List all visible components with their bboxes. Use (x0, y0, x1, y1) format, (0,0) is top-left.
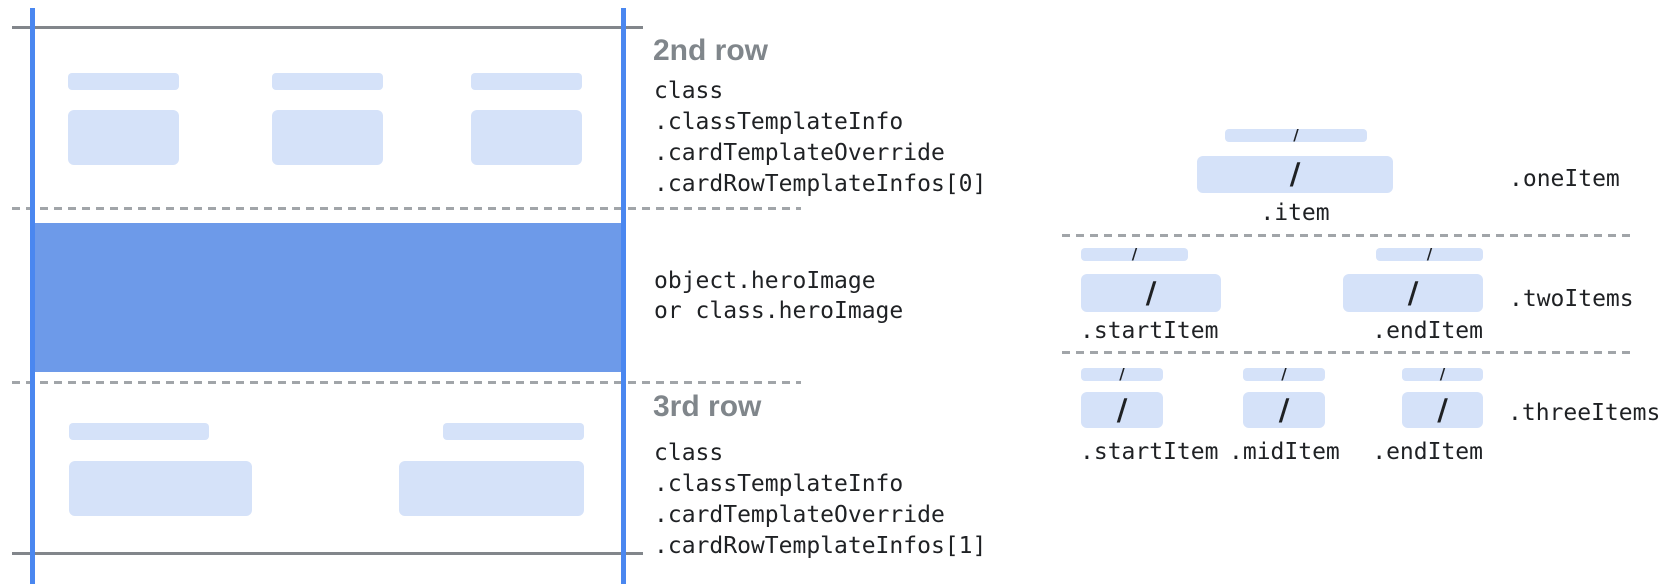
item-value-box: / (1081, 392, 1163, 428)
code-line: object.heroImage (654, 268, 876, 294)
two-items-side-label: .twoItems (1509, 286, 1634, 312)
field-label-bar (272, 73, 383, 90)
code-line: .cardTemplateOverride (654, 140, 945, 166)
end-item-label: .endItem (1372, 318, 1483, 344)
field-value-box (69, 461, 252, 516)
item-value-box: / (1402, 392, 1483, 428)
field-label-bar (443, 423, 584, 440)
code-line: .cardRowTemplateInfos[0] (654, 171, 987, 197)
item-value-box: / (1197, 156, 1393, 193)
code-line: .cardTemplateOverride (654, 502, 945, 528)
mid-item-label: .midItem (1229, 439, 1340, 465)
slash-glyph: / (1119, 365, 1125, 383)
item-value-box: / (1343, 274, 1483, 312)
slash-glyph: / (1131, 245, 1138, 263)
code-line: class (654, 78, 724, 104)
code-line: .classTemplateInfo (654, 471, 904, 497)
field-label-bar (69, 423, 209, 440)
card-top-border-line (12, 26, 643, 29)
slash-glyph: / (1293, 126, 1299, 144)
hero-image-code-annotation: object.heroImage or class.heroImage (654, 266, 903, 326)
code-line: or class.heroImage (654, 298, 904, 324)
item-label-bar: / (1376, 245, 1483, 263)
item-label-bar: / (1225, 126, 1367, 144)
field-label-bar (471, 73, 582, 90)
slash-glyph: / (1407, 275, 1419, 310)
card-right-guide-line (621, 8, 626, 584)
item-value-box: / (1081, 274, 1221, 312)
item-label-bar: / (1402, 365, 1483, 383)
item-layouts-divider-dashed-1 (1062, 234, 1632, 237)
slash-glyph: / (1281, 365, 1287, 383)
slash-glyph: / (1426, 245, 1433, 263)
item-label-bar: / (1081, 365, 1163, 383)
item-label-bar: / (1081, 245, 1188, 263)
field-value-box (399, 461, 584, 516)
code-line: .cardRowTemplateInfos[1] (654, 533, 987, 559)
field-value-box (471, 110, 582, 165)
field-value-box (68, 110, 179, 165)
field-label-bar (68, 73, 179, 90)
slash-glyph: / (1289, 157, 1301, 191)
start-item-label: .startItem (1080, 439, 1219, 465)
second-row-heading: 2nd row (653, 34, 769, 67)
item-layouts-divider-dashed-2 (1062, 351, 1632, 354)
item-value-box: / (1243, 392, 1325, 428)
item-label-bar: / (1243, 365, 1325, 383)
three-items-side-label: .threeItems (1508, 400, 1661, 426)
third-row-heading: 3rd row (653, 390, 762, 423)
card-left-guide-line (30, 8, 35, 584)
code-line: .classTemplateInfo (654, 109, 904, 135)
slash-glyph: / (1437, 392, 1448, 427)
end-item-label: .endItem (1372, 439, 1483, 465)
slash-glyph: / (1116, 392, 1128, 427)
card-bottom-border-line (12, 552, 643, 555)
row-divider-dashed-top (12, 207, 801, 210)
slash-glyph: / (1439, 365, 1446, 383)
row-divider-dashed-bottom (12, 381, 801, 384)
item-label: .item (1260, 200, 1330, 226)
field-value-box (272, 110, 383, 165)
code-line: class (654, 440, 724, 466)
second-row-code-annotation: class .classTemplateInfo .cardTemplateOv… (654, 76, 986, 200)
one-item-side-label: .oneItem (1509, 166, 1620, 192)
third-row-code-annotation: class .classTemplateInfo .cardTemplateOv… (654, 438, 986, 562)
slash-glyph: / (1278, 392, 1290, 427)
slash-glyph: / (1145, 275, 1157, 310)
hero-image-band (30, 223, 626, 372)
start-item-label: .startItem (1080, 318, 1219, 344)
